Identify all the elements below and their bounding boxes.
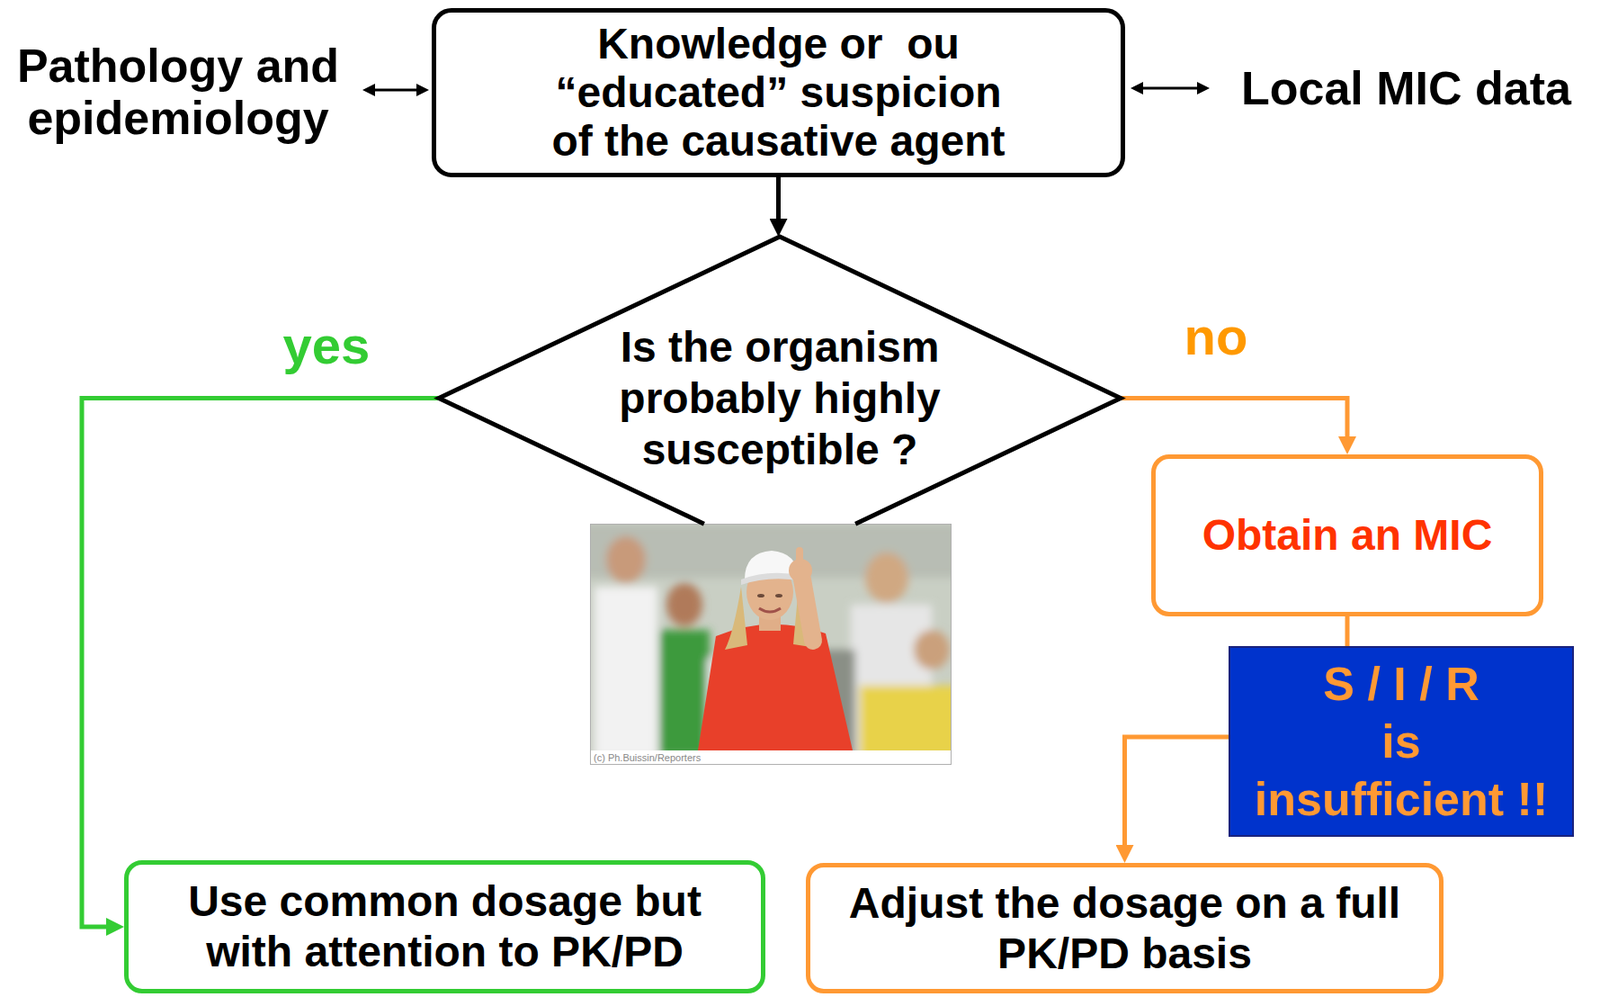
photo-border (590, 524, 952, 765)
process-box: Knowledge or ou “educated” suspicion of … (431, 8, 1126, 178)
diamond-outline (438, 236, 1121, 524)
input-label: Pathology and epidemiology (7, 39, 349, 144)
photo-credit: (c) Ph.Buissin/Reporters (593, 750, 701, 764)
crowd (589, 523, 952, 751)
connector (81, 398, 439, 928)
node-text: Is the organism probably highly suscepti… (590, 321, 969, 475)
outcome-box: Use common dosage but with attention to … (124, 859, 766, 993)
node-text: Use common dosage but with attention to … (166, 875, 725, 977)
warning-box: S / I / R is insufficient !! (1228, 645, 1574, 837)
player-figure (697, 546, 853, 751)
node-text: Adjust the dosage on a full PK/PD basis (828, 877, 1422, 979)
connector (776, 177, 781, 219)
node-text: Knowledge or ou “educated” suspicion of … (540, 19, 1018, 166)
node-text: Obtain an MIC (1202, 509, 1493, 561)
branch-label: yes (283, 319, 371, 372)
branch-label: no (1184, 310, 1249, 363)
connector (1345, 616, 1350, 646)
node-text: S / I / R is insufficient !! (1246, 654, 1556, 828)
connector (1120, 398, 1348, 438)
decision-diamond: Is the organism probably highly suscepti… (438, 236, 1121, 560)
double-arrow (1130, 81, 1210, 95)
outcome-box: Adjust the dosage on a full PK/PD basis (805, 862, 1444, 993)
double-arrow (362, 83, 430, 97)
process-box: Obtain an MIC (1151, 454, 1544, 617)
input-label: Local MIC data (1241, 62, 1572, 115)
connector (1125, 736, 1230, 845)
